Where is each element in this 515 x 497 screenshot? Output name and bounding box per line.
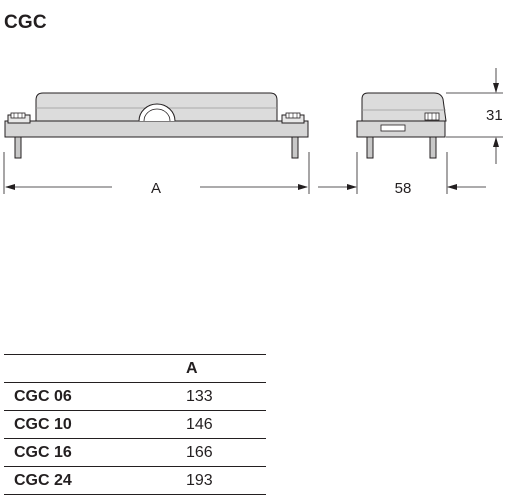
table-cell-model: CGC 06 bbox=[4, 382, 186, 411]
front-view bbox=[4, 92, 309, 159]
table-header-row: A bbox=[4, 354, 266, 383]
dimension-width-label: 58 bbox=[395, 180, 412, 197]
front-bolt-right bbox=[291, 135, 299, 159]
table-cell-a: 146 bbox=[186, 410, 266, 439]
table-row: CGC 24 193 bbox=[4, 466, 266, 495]
cable-hole bbox=[138, 103, 176, 122]
front-bolt-left bbox=[14, 135, 22, 159]
table-row: CGC 16 166 bbox=[4, 438, 266, 467]
table-cell-model: CGC 24 bbox=[4, 466, 186, 495]
table-cell-model: CGC 16 bbox=[4, 438, 186, 467]
dimension-height: 31 bbox=[446, 68, 503, 164]
table-row: CGC 06 133 bbox=[4, 382, 266, 411]
dimension-height-label: 31 bbox=[486, 107, 503, 124]
table-header-model bbox=[4, 354, 186, 383]
side-bolt-right bbox=[429, 135, 437, 159]
dimensions-table: A CGC 06 133 CGC 10 146 CGC 16 166 CGC 2… bbox=[4, 354, 266, 495]
technical-drawing: A 58 31 bbox=[3, 68, 503, 197]
table-row: CGC 10 146 bbox=[4, 410, 266, 439]
table-header-a: A bbox=[186, 354, 266, 383]
dimension-a: A bbox=[3, 152, 310, 197]
table-cell-a: 133 bbox=[186, 382, 266, 411]
dimension-width: 58 bbox=[318, 152, 486, 197]
front-base-plate bbox=[4, 120, 309, 138]
table-cell-a: 193 bbox=[186, 466, 266, 495]
side-view bbox=[356, 92, 447, 159]
page-title: CGC bbox=[4, 12, 47, 33]
table-cell-a: 166 bbox=[186, 438, 266, 467]
side-bolt-left bbox=[366, 135, 374, 159]
dimension-a-label: A bbox=[151, 180, 161, 197]
table-cell-model: CGC 10 bbox=[4, 410, 186, 439]
